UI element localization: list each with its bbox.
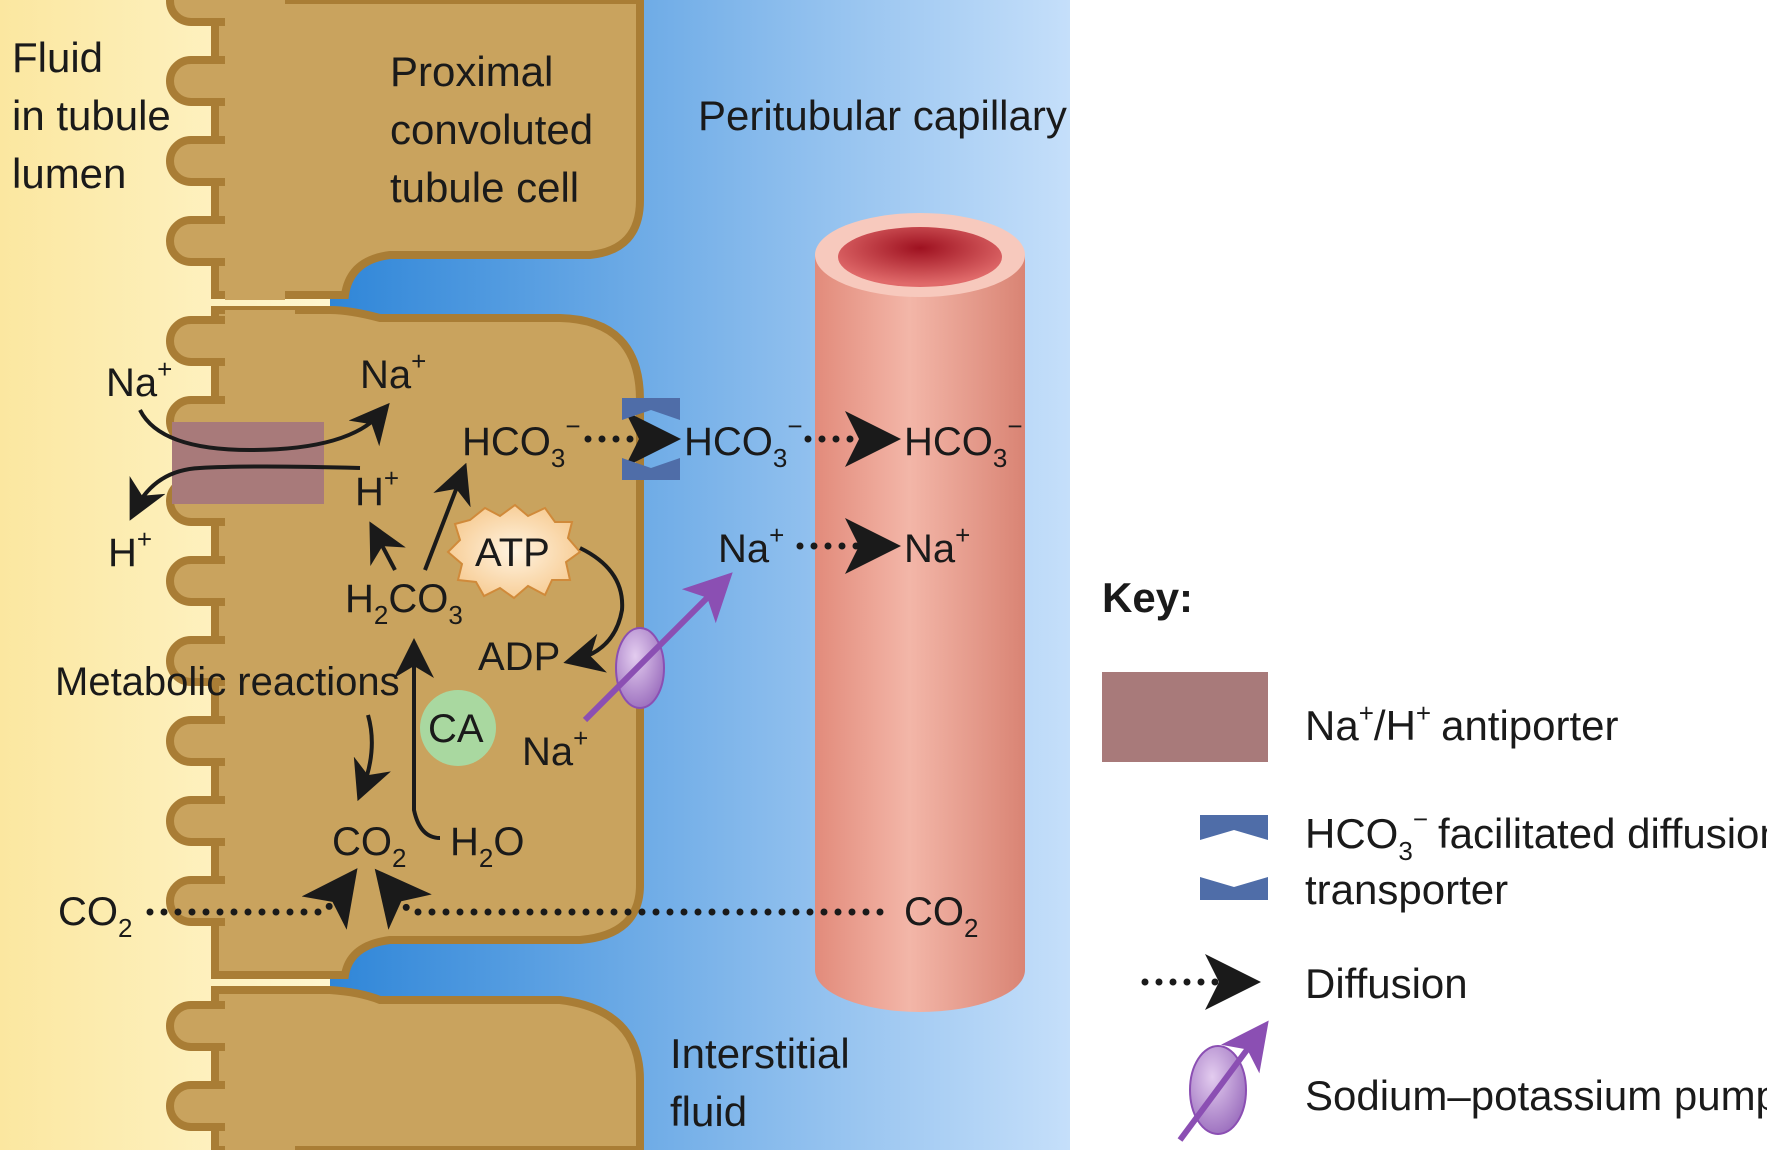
hco3-transporter <box>622 398 680 480</box>
na-h-antiporter <box>172 422 324 504</box>
interstitial-label-1: Interstitial <box>670 1030 850 1077</box>
legend-transporter-label-1: HCO3−facilitated diffusion <box>1305 804 1767 866</box>
legend-pump-arrow <box>1177 1020 1269 1142</box>
legend-transporter-icon <box>1200 815 1268 900</box>
h-lumen-label: H+ <box>108 524 152 575</box>
co2-capillary-diffusion-arrow <box>374 868 884 930</box>
proximal-tubule-cell-upper <box>166 0 644 300</box>
legend-diffusion-label: Diffusion <box>1305 960 1468 1007</box>
proximal-tubule-cell-lower <box>166 986 644 1150</box>
co2-cell-label: CO2 <box>332 820 406 873</box>
metabolic-reactions-label: Metabolic reactions <box>55 660 400 704</box>
capillary-label: Peritubular capillary <box>698 92 1067 139</box>
adp-label: ADP <box>478 635 560 679</box>
h2o-label: H2O <box>450 820 524 873</box>
legend-title: Key: <box>1102 574 1193 621</box>
metabolic-to-co2-arrow <box>353 714 391 802</box>
na-interstitial-label: Na+ <box>718 520 784 571</box>
h2co3-to-h-arrow <box>369 521 406 571</box>
h2co3-label: H2CO3 <box>345 577 463 630</box>
h-cell-label: H+ <box>355 463 399 514</box>
na-pump-label: Na+ <box>522 723 588 774</box>
cell-label-1: Proximal <box>390 48 553 95</box>
h2co3-to-hco3-arrow <box>423 462 471 571</box>
na-pump-arrow <box>582 572 733 723</box>
legend: Key: Na+/H+antiporter HCO3−facilitated d… <box>1102 574 1767 1142</box>
legend-antiporter-label: Na+/H+antiporter <box>1305 698 1619 749</box>
hco3-interstitial-label: HCO3− <box>684 411 803 473</box>
na-cell-label: Na+ <box>360 346 426 397</box>
co2-lumen-diffusion-arrow <box>146 868 358 930</box>
hco3-capillary-label: HCO3− <box>904 411 1023 473</box>
lumen-label-3: lumen <box>12 150 126 197</box>
na-lumen-label: Na+ <box>106 354 172 405</box>
atp-to-adp-arrow <box>563 546 625 673</box>
legend-transporter-label-2: transporter <box>1305 866 1508 913</box>
interstitial-label-2: fluid <box>670 1088 747 1135</box>
legend-pump-label: Sodium–potassium pump <box>1305 1072 1767 1119</box>
carbonic-anhydrase <box>420 690 496 766</box>
co2-capillary-label: CO2 <box>904 890 978 943</box>
proximal-tubule-cell-main <box>166 306 644 979</box>
cell-label-3: tubule cell <box>390 164 579 211</box>
co2-lumen-label: CO2 <box>58 890 132 943</box>
legend-antiporter-swatch <box>1102 672 1268 762</box>
na-capillary-label: Na+ <box>904 520 970 571</box>
h-out-arrow <box>129 464 361 521</box>
lumen-label-1: Fluid <box>12 34 103 81</box>
hco3-cell-label: HCO3− <box>462 411 581 473</box>
na-in-arrow <box>138 402 390 453</box>
cell-label-2: convoluted <box>390 106 593 153</box>
co2-h2o-to-h2co3-arrow <box>394 638 441 840</box>
atp-label: ATP <box>475 531 550 575</box>
lumen-label-2: in tubule <box>12 92 171 139</box>
atp-burst <box>446 503 582 600</box>
ca-label: CA <box>428 707 484 751</box>
